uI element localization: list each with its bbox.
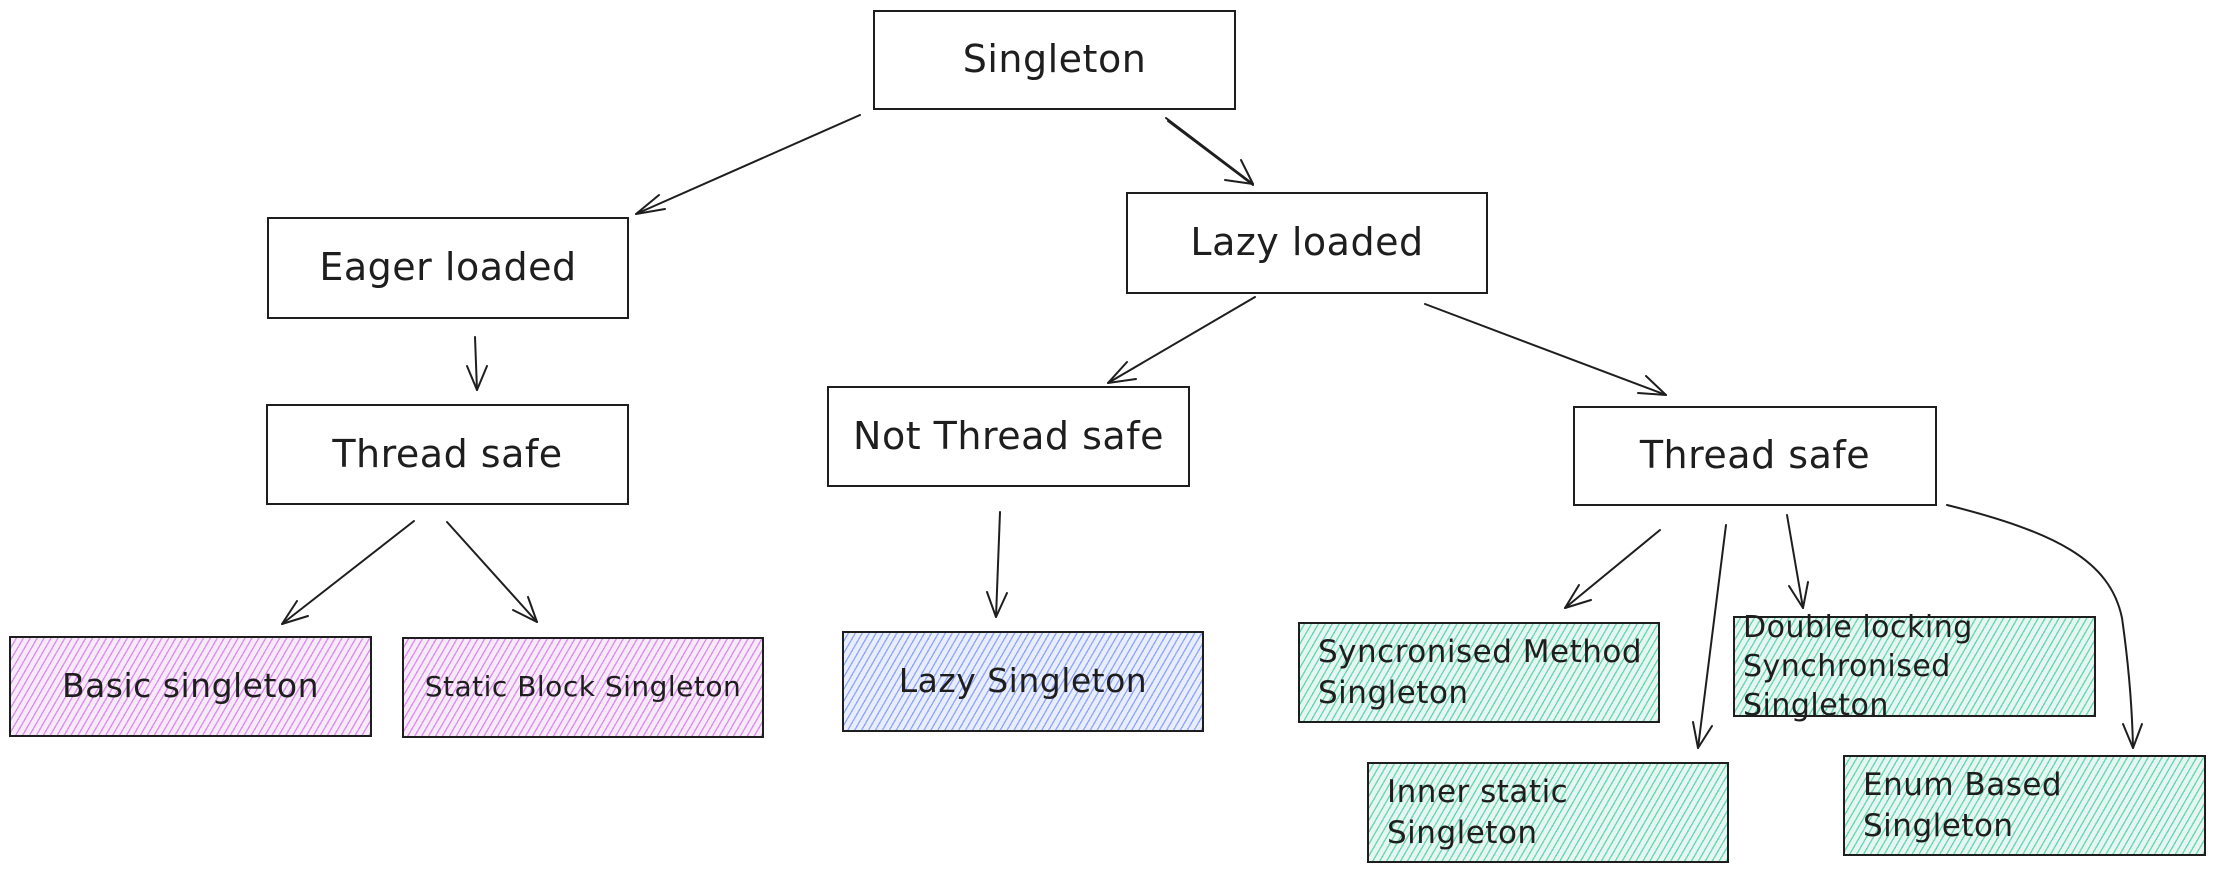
node-inner-static-singleton-label: Inner static Singleton bbox=[1387, 774, 1569, 851]
node-singleton: Singleton bbox=[873, 10, 1236, 110]
node-double-locking-singleton: Double locking Synchronised Singleton bbox=[1733, 610, 2096, 723]
node-synchronised-method-singleton-label: Syncronised Method Singleton bbox=[1318, 634, 1643, 711]
node-lazy-singleton: Lazy Singleton bbox=[842, 631, 1204, 732]
edge-thread-safe-double-locking bbox=[1786, 514, 1809, 609]
node-double-locking-singleton-label: Double locking Synchronised Singleton bbox=[1743, 610, 1973, 723]
edge-singleton-eager-loaded bbox=[635, 114, 861, 215]
node-eager-loaded: Eager loaded bbox=[267, 217, 629, 319]
node-lazy-loaded: Lazy loaded bbox=[1126, 192, 1488, 294]
node-static-block-singleton-label: Static Block Singleton bbox=[424, 670, 742, 704]
node-not-thread-safe: Not Thread safe bbox=[827, 386, 1190, 487]
node-eager-thread-safe-label: Thread safe bbox=[332, 431, 563, 476]
edge-thread-safe-inner-static bbox=[1692, 524, 1727, 749]
node-basic-singleton: Basic singleton bbox=[9, 636, 372, 737]
node-inner-static-singleton: Inner static Singleton bbox=[1367, 762, 1729, 863]
node-lazy-loaded-label: Lazy loaded bbox=[1190, 220, 1424, 265]
node-singleton-label: Singleton bbox=[962, 37, 1147, 82]
node-synchronised-method-singleton: Syncronised Method Singleton bbox=[1298, 622, 1660, 723]
node-static-block-singleton: Static Block Singleton bbox=[402, 637, 764, 738]
node-eager-thread-safe: Thread safe bbox=[266, 404, 629, 505]
edge-thread-safe-enum-based bbox=[1946, 504, 2143, 749]
edge-singleton-lazy-loaded bbox=[1165, 117, 1254, 186]
node-enum-based-singleton: Enum Based Singleton bbox=[1843, 755, 2206, 856]
node-basic-singleton-label: Basic singleton bbox=[61, 666, 320, 706]
edge-lazy-loaded-not-thread-safe bbox=[1107, 296, 1256, 384]
node-lazy-thread-safe-label: Thread safe bbox=[1639, 433, 1871, 478]
edge-lazy-loaded-thread-safe bbox=[1424, 303, 1667, 396]
node-lazy-singleton-label: Lazy Singleton bbox=[898, 661, 1148, 701]
node-not-thread-safe-label: Not Thread safe bbox=[853, 413, 1164, 458]
node-lazy-thread-safe: Thread safe bbox=[1573, 406, 1937, 506]
edge-thread-safe-basic-singleton bbox=[281, 520, 415, 625]
edge-thread-safe-static-block-singleton bbox=[446, 521, 538, 623]
edge-eager-loaded-thread-safe bbox=[466, 336, 488, 391]
edge-not-thread-safe-lazy-singleton bbox=[986, 511, 1008, 618]
node-enum-based-singleton-label: Enum Based Singleton bbox=[1863, 767, 2063, 844]
node-eager-loaded-label: Eager loaded bbox=[319, 245, 577, 290]
edge-thread-safe-synchronised-method bbox=[1564, 529, 1661, 609]
